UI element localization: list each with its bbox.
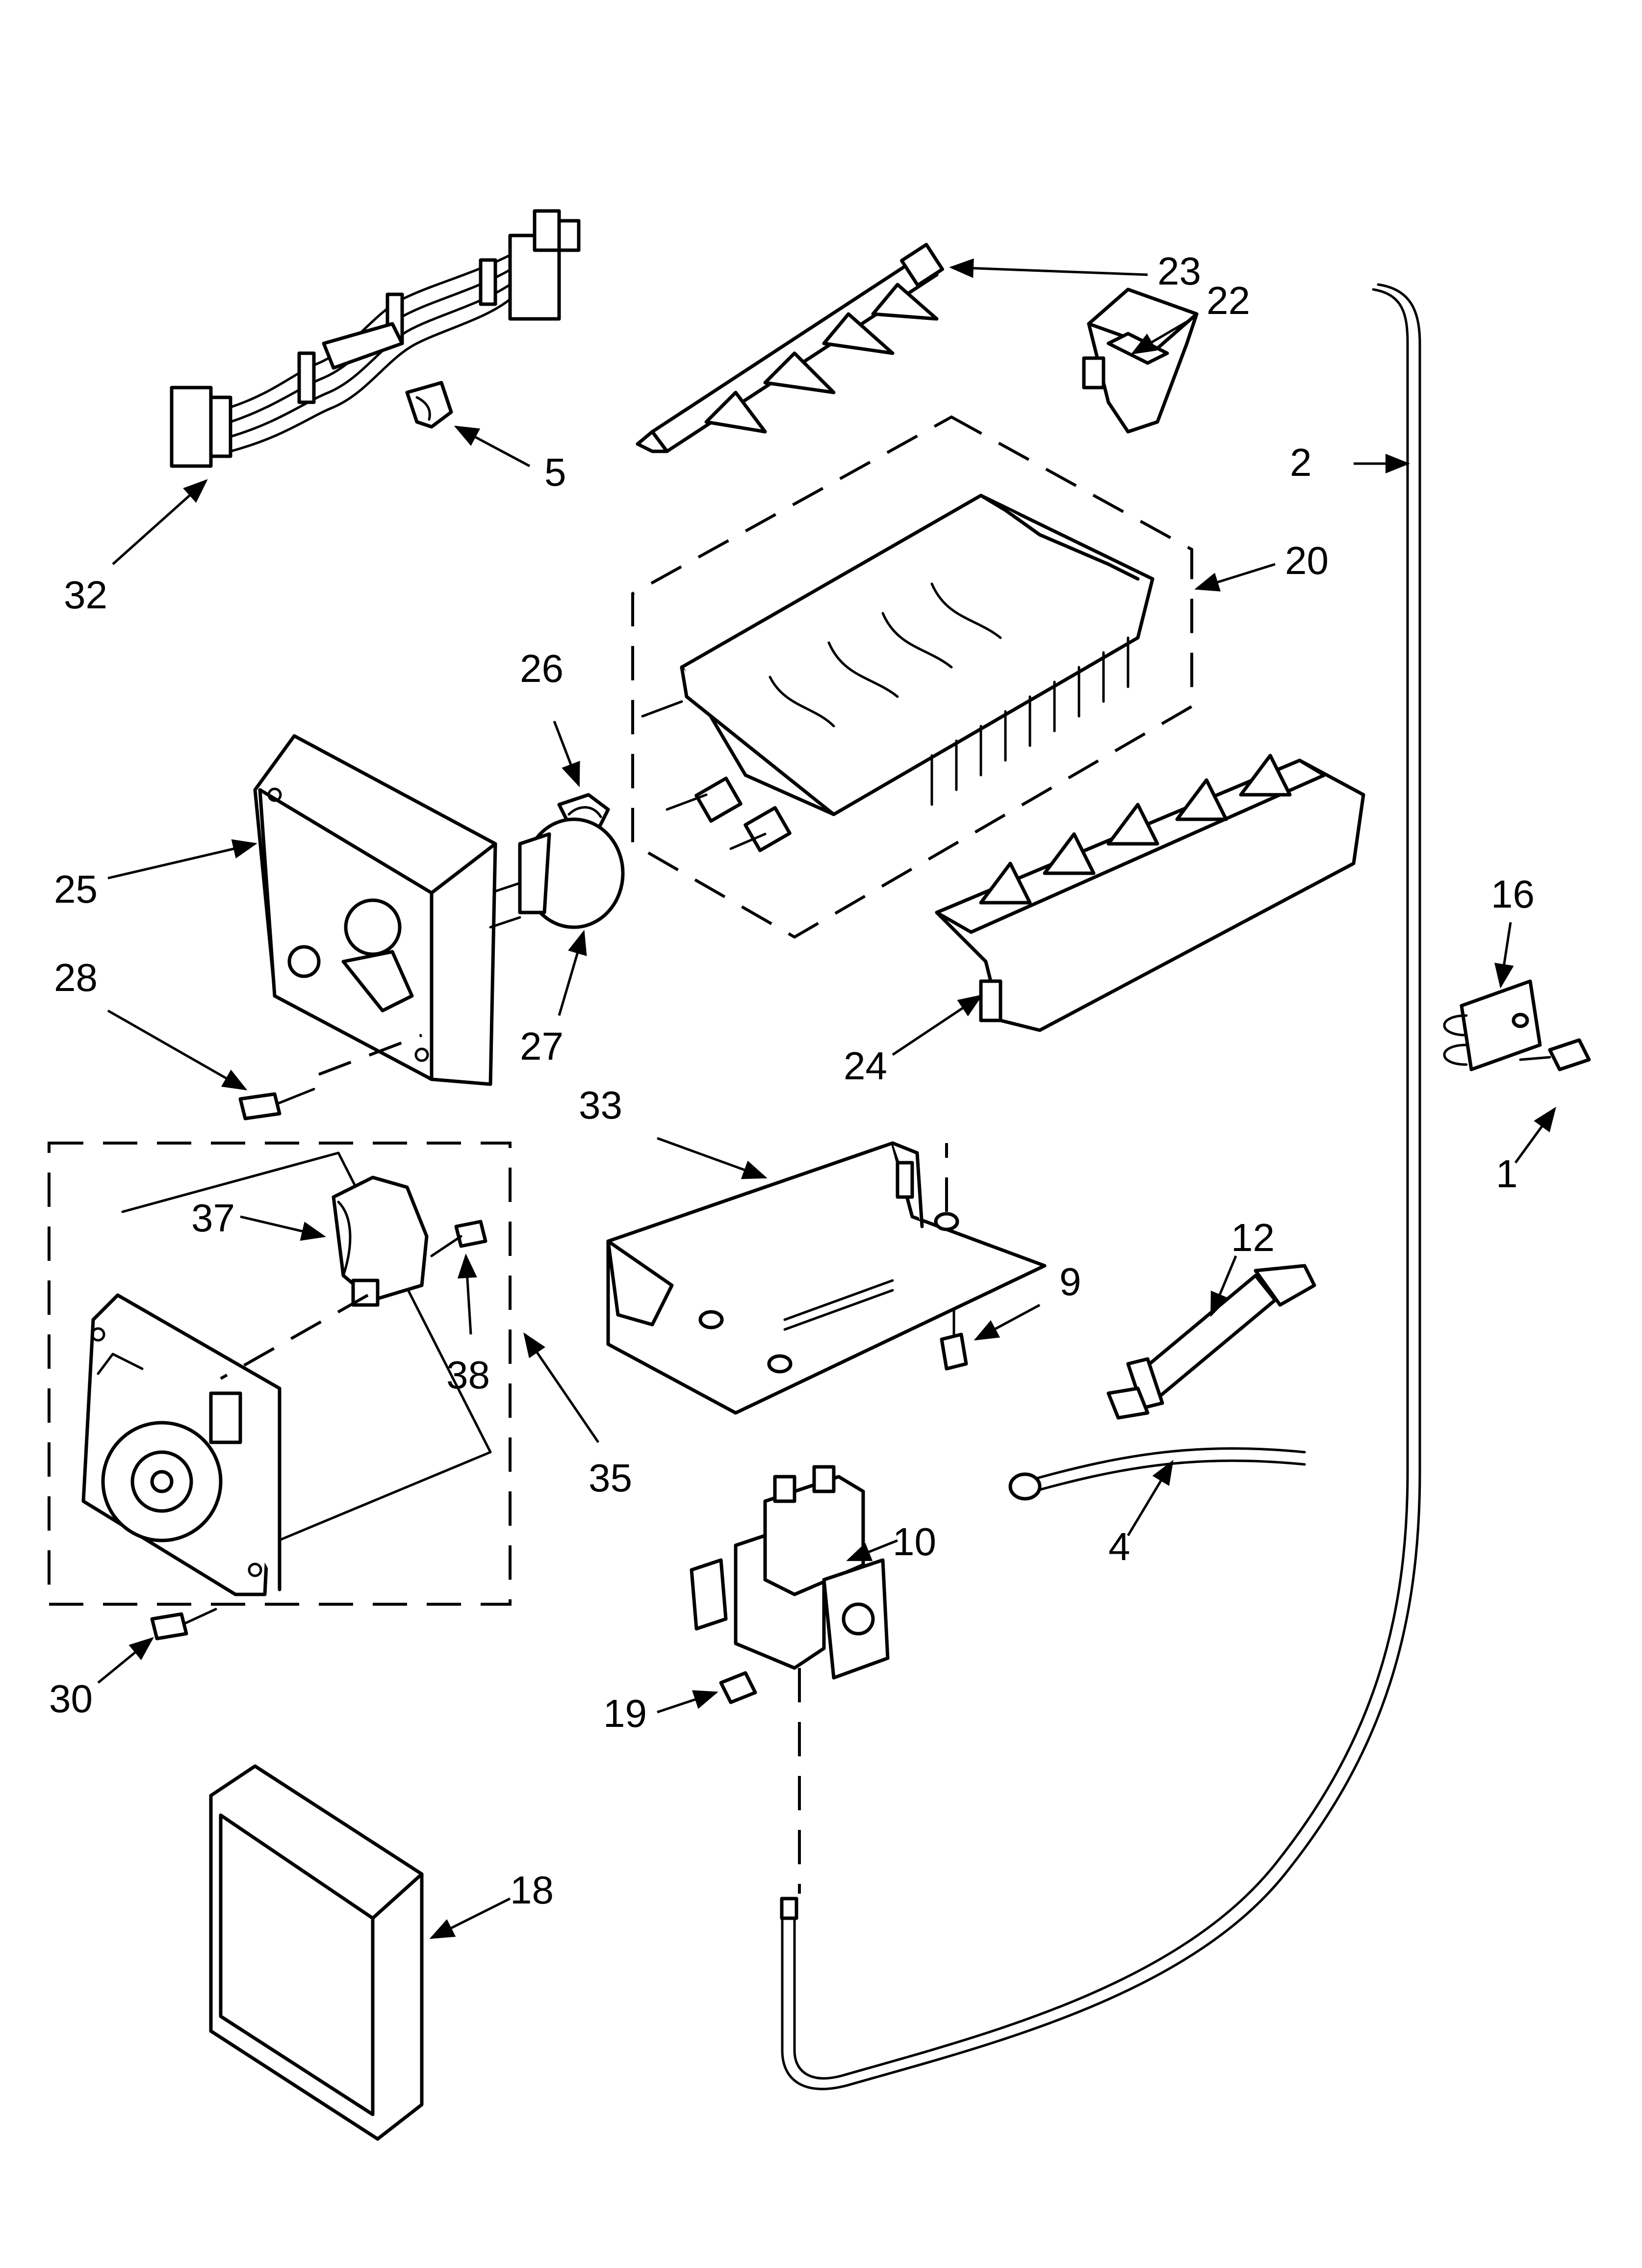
callout-38: 38 [446, 1353, 490, 1397]
water-fill-tube [793, 288, 1409, 2080]
callout-32: 32 [64, 573, 107, 617]
ice-stripper [935, 754, 1365, 1032]
callout-24: 24 [844, 1044, 887, 1088]
callout-10: 10 [893, 1520, 936, 1564]
water-fill-tube-wall [781, 283, 1421, 2090]
assembly-screw [150, 1608, 217, 1641]
callout-33: 33 [579, 1083, 622, 1127]
callout-30: 30 [49, 1677, 93, 1721]
thermostat [489, 817, 625, 929]
tube-end [780, 1897, 798, 1920]
wire-harness [170, 209, 581, 468]
control-assembly-outline [48, 1142, 512, 1606]
callout-28: 28 [54, 956, 98, 999]
control-module [81, 1151, 492, 1596]
callout-22: 22 [1206, 279, 1250, 322]
water-hose [1106, 1264, 1316, 1420]
motor-axis-dash [220, 1294, 369, 1380]
callout-23: 23 [1157, 249, 1201, 293]
callout-37: 37 [191, 1196, 235, 1240]
callout-12: 12 [1231, 1216, 1275, 1259]
callout-4: 4 [1108, 1525, 1130, 1568]
callout-5: 5 [544, 450, 566, 494]
mounting-plate [606, 1141, 1047, 1415]
wire-clip [405, 381, 453, 429]
callout-1: 1 [1496, 1152, 1518, 1196]
tube-clamp [1443, 979, 1542, 1071]
water-valve [690, 1465, 890, 1680]
callout-labels: 23 22 5 32 2 20 26 25 28 27 24 16 33 37 … [49, 249, 1535, 1912]
module-housing [253, 734, 521, 1086]
ice-mold [641, 494, 1155, 852]
small-tube [1008, 1447, 1306, 1501]
callout-25: 25 [54, 867, 98, 911]
callout-26: 26 [520, 647, 564, 690]
clamp-screw [1519, 1038, 1591, 1071]
housing-screw [238, 1088, 315, 1121]
callout-9: 9 [1059, 1260, 1081, 1303]
valve-screw [719, 1671, 757, 1704]
callout-2: 2 [1290, 441, 1312, 484]
callout-35: 35 [589, 1456, 632, 1500]
screw-axis-dash [318, 1034, 423, 1076]
plate-screw [940, 1308, 968, 1371]
leader-lines [97, 258, 1556, 1939]
callout-18: 18 [510, 1868, 554, 1912]
callout-20: 20 [1285, 539, 1329, 582]
callout-16: 16 [1491, 872, 1535, 916]
callout-19: 19 [603, 1692, 647, 1735]
fill-cup [1082, 287, 1199, 434]
cover-panel [209, 1764, 424, 2141]
motor-screw [430, 1220, 487, 1257]
ice-mold-group-outline [631, 415, 1193, 939]
ejector-shaft [636, 243, 944, 453]
control-motor [332, 1175, 429, 1307]
callout-27: 27 [520, 1024, 564, 1068]
